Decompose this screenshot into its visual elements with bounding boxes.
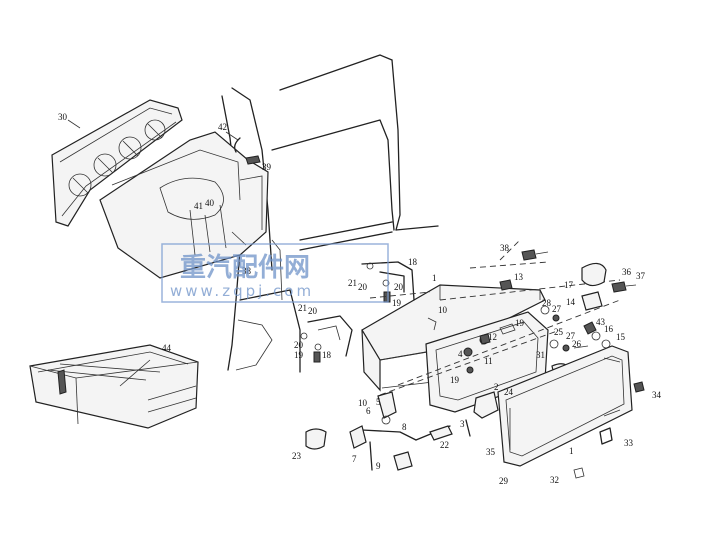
callout-19: 19 — [450, 375, 460, 385]
callout-10: 10 — [438, 305, 448, 315]
cab-body-outline — [221, 54, 439, 373]
callout-19: 19 — [392, 298, 402, 308]
callout-16: 16 — [604, 324, 614, 334]
callout-30: 30 — [58, 112, 68, 122]
callout-33: 33 — [624, 438, 634, 448]
callout-labels: 30 42 39 41 40 38 44 38 18 1 13 21 20 19… — [58, 112, 662, 486]
right-side-fittings — [427, 249, 645, 419]
callout-4: 4 — [458, 349, 463, 359]
callout-5: 5 — [376, 397, 381, 407]
callout-44: 44 — [162, 343, 172, 353]
callout-38: 38 — [242, 266, 252, 276]
callout-14: 14 — [566, 297, 576, 307]
callout-1: 1 — [432, 273, 437, 283]
callout-29: 29 — [499, 476, 509, 486]
callout-21: 21 — [348, 278, 357, 288]
callout-8: 8 — [402, 422, 407, 432]
callout-31: 31 — [536, 350, 545, 360]
callout-39: 39 — [262, 162, 272, 172]
callout-37: 37 — [636, 271, 646, 281]
callout-43: 43 — [596, 317, 606, 327]
callout-18: 18 — [322, 350, 332, 360]
callout-22: 22 — [440, 440, 449, 450]
callout-41: 41 — [194, 201, 203, 211]
callout-26: 26 — [572, 339, 582, 349]
callout-1: 1 — [569, 446, 574, 456]
watermark-title: 重汽配件网 — [180, 253, 310, 283]
callout-7: 7 — [352, 454, 357, 464]
callout-11: 11 — [484, 356, 493, 366]
callout-42: 42 — [218, 122, 227, 132]
callout-9: 9 — [376, 461, 381, 471]
callout-19: 19 — [515, 318, 525, 328]
callout-36: 36 — [622, 267, 632, 277]
callout-20: 20 — [394, 282, 404, 292]
callout-35: 35 — [486, 447, 496, 457]
battery-box-lid — [497, 345, 633, 479]
callout-27: 27 — [552, 304, 562, 314]
callout-10: 10 — [358, 398, 368, 408]
assembly-guide-lines — [369, 239, 621, 396]
callout-27: 27 — [566, 331, 576, 341]
callout-3: 3 — [460, 419, 465, 429]
callout-17: 17 — [564, 280, 574, 290]
callout-40: 40 — [205, 198, 215, 208]
callout-38: 38 — [500, 243, 510, 253]
callout-20: 20 — [358, 282, 368, 292]
toolbox-44 — [29, 344, 199, 429]
upper-left-assembly — [51, 99, 269, 279]
callout-25: 25 — [554, 327, 564, 337]
callout-21: 21 — [298, 303, 307, 313]
watermark: 重汽配件网 www.zqpj.com — [161, 243, 389, 303]
callout-34: 34 — [652, 390, 662, 400]
lower-fittings — [305, 391, 471, 471]
callout-32: 32 — [550, 475, 559, 485]
callout-13: 13 — [514, 272, 524, 282]
watermark-url: www.zqpj.com — [170, 282, 314, 300]
callout-20: 20 — [308, 306, 318, 316]
callout-18: 18 — [408, 257, 418, 267]
callout-28: 28 — [542, 298, 552, 308]
callout-20: 20 — [294, 340, 304, 350]
callout-24: 24 — [504, 387, 514, 397]
callout-2: 2 — [494, 382, 499, 392]
callout-6: 6 — [366, 406, 371, 416]
callout-19: 19 — [294, 350, 304, 360]
callout-12: 12 — [488, 332, 497, 342]
callout-15: 15 — [616, 332, 626, 342]
callout-23: 23 — [292, 451, 302, 461]
